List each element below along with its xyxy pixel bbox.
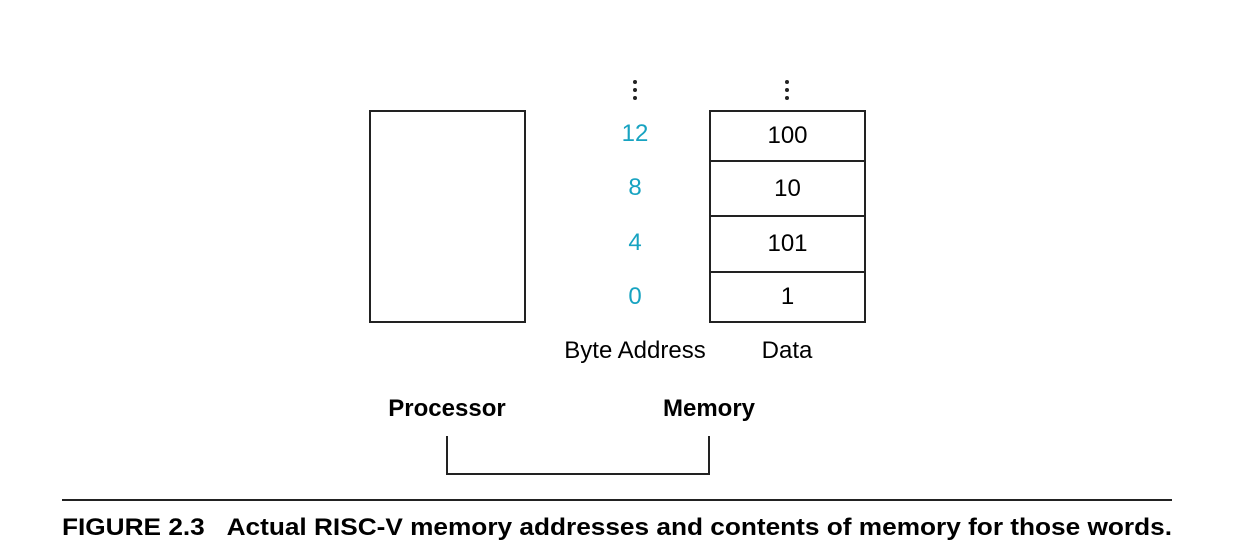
caption: FIGURE 2.3 Actual RISC-V memory addresses… [62,514,1172,541]
caption-text: Actual RISC-V memory addresses and conte… [227,514,1172,541]
processor-box [369,110,526,323]
data-ellipsis [785,80,791,104]
memory-cell: 1 [709,271,866,323]
address-8: 8 [628,174,642,201]
address-ellipsis [633,80,639,104]
processor-label: Processor [388,395,506,422]
data-label: Data [761,337,813,364]
byte-address-label: Byte Address [564,337,706,364]
memory-label: Memory [662,395,756,422]
address-4: 4 [628,229,642,256]
address-12: 12 [621,120,649,147]
caption-label: FIGURE 2.3 [62,514,205,541]
address-0: 0 [628,283,642,310]
